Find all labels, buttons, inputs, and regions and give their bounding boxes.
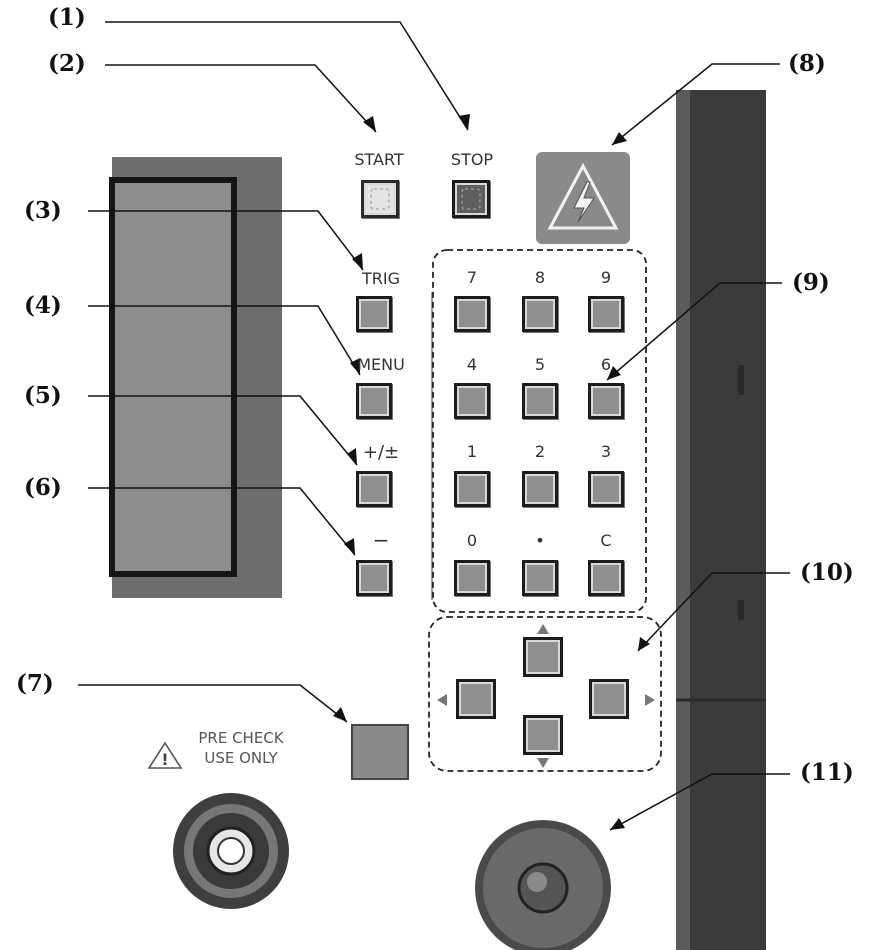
cursor-left-button[interactable] <box>456 679 496 719</box>
leader-arrowheads <box>333 114 650 830</box>
callout-1: (1) <box>48 4 86 31</box>
minus-button[interactable] <box>356 560 392 596</box>
key-label: 4 <box>466 355 478 374</box>
numpad-group-outline <box>432 249 647 613</box>
cursor-group-outline <box>428 616 662 772</box>
pre-check-caption: PRE CHECK USE ONLY <box>186 728 296 768</box>
trig-label: TRIG <box>361 269 400 288</box>
key-label: 0 <box>466 531 478 550</box>
callout-9: (9) <box>792 269 830 296</box>
key-6[interactable] <box>588 383 624 419</box>
callout-5: (5) <box>24 382 62 409</box>
menu-button[interactable] <box>356 383 392 419</box>
pre-check-button[interactable] <box>351 724 409 780</box>
plus-minus-label: +/± <box>362 442 400 463</box>
cursor-down-button[interactable] <box>523 715 563 755</box>
key-9[interactable] <box>588 296 624 332</box>
key-3[interactable] <box>588 471 624 507</box>
key-label: 9 <box>600 268 612 287</box>
svg-text:!: ! <box>161 750 168 769</box>
key-label: 8 <box>534 268 546 287</box>
display-screen <box>109 157 282 598</box>
callout-6: (6) <box>24 474 62 501</box>
pre-check-line-2: USE ONLY <box>204 749 278 767</box>
key-8[interactable] <box>522 296 558 332</box>
key-label: 7 <box>466 268 478 287</box>
cursor-up-button[interactable] <box>523 637 563 677</box>
callout-7: (7) <box>16 670 54 697</box>
callout-4: (4) <box>24 292 62 319</box>
plus-minus-button[interactable] <box>356 471 392 507</box>
callout-8: (8) <box>788 50 826 77</box>
callout-11: (11) <box>800 759 854 786</box>
rotary-knob <box>475 820 611 950</box>
pre-check-socket <box>173 793 289 909</box>
key-4[interactable] <box>454 383 490 419</box>
key-label: 5 <box>534 355 546 374</box>
high-voltage-indicator <box>536 152 630 244</box>
callout-3: (3) <box>24 197 62 224</box>
key-decimal[interactable] <box>522 560 558 596</box>
minus-label: − <box>372 528 390 552</box>
stop-lamp-icon <box>461 188 481 210</box>
cursor-right-button[interactable] <box>589 679 629 719</box>
key-0[interactable] <box>454 560 490 596</box>
key-7[interactable] <box>454 296 490 332</box>
key-label: 2 <box>534 442 546 461</box>
callout-2: (2) <box>48 50 86 77</box>
high-voltage-icon <box>547 162 619 230</box>
key-5[interactable] <box>522 383 558 419</box>
leader-lines <box>78 21 790 831</box>
stop-label: STOP <box>450 150 494 169</box>
start-label: START <box>354 150 404 169</box>
start-lamp-icon <box>370 188 390 210</box>
key-1[interactable] <box>454 471 490 507</box>
trig-button[interactable] <box>356 296 392 332</box>
key-label: C <box>600 531 612 550</box>
key-label: 3 <box>600 442 612 461</box>
stop-button[interactable] <box>452 180 490 218</box>
key-label: 6 <box>600 355 612 374</box>
pre-check-line-1: PRE CHECK <box>198 729 284 747</box>
callout-10: (10) <box>800 559 854 586</box>
start-button[interactable] <box>361 180 399 218</box>
side-rail <box>676 90 766 950</box>
menu-label: MENU <box>357 355 405 374</box>
key-label: • <box>535 531 545 550</box>
key-label: 1 <box>466 442 478 461</box>
warning-triangle-icon: ! <box>147 741 183 769</box>
key-2[interactable] <box>522 471 558 507</box>
key-clear[interactable] <box>588 560 624 596</box>
